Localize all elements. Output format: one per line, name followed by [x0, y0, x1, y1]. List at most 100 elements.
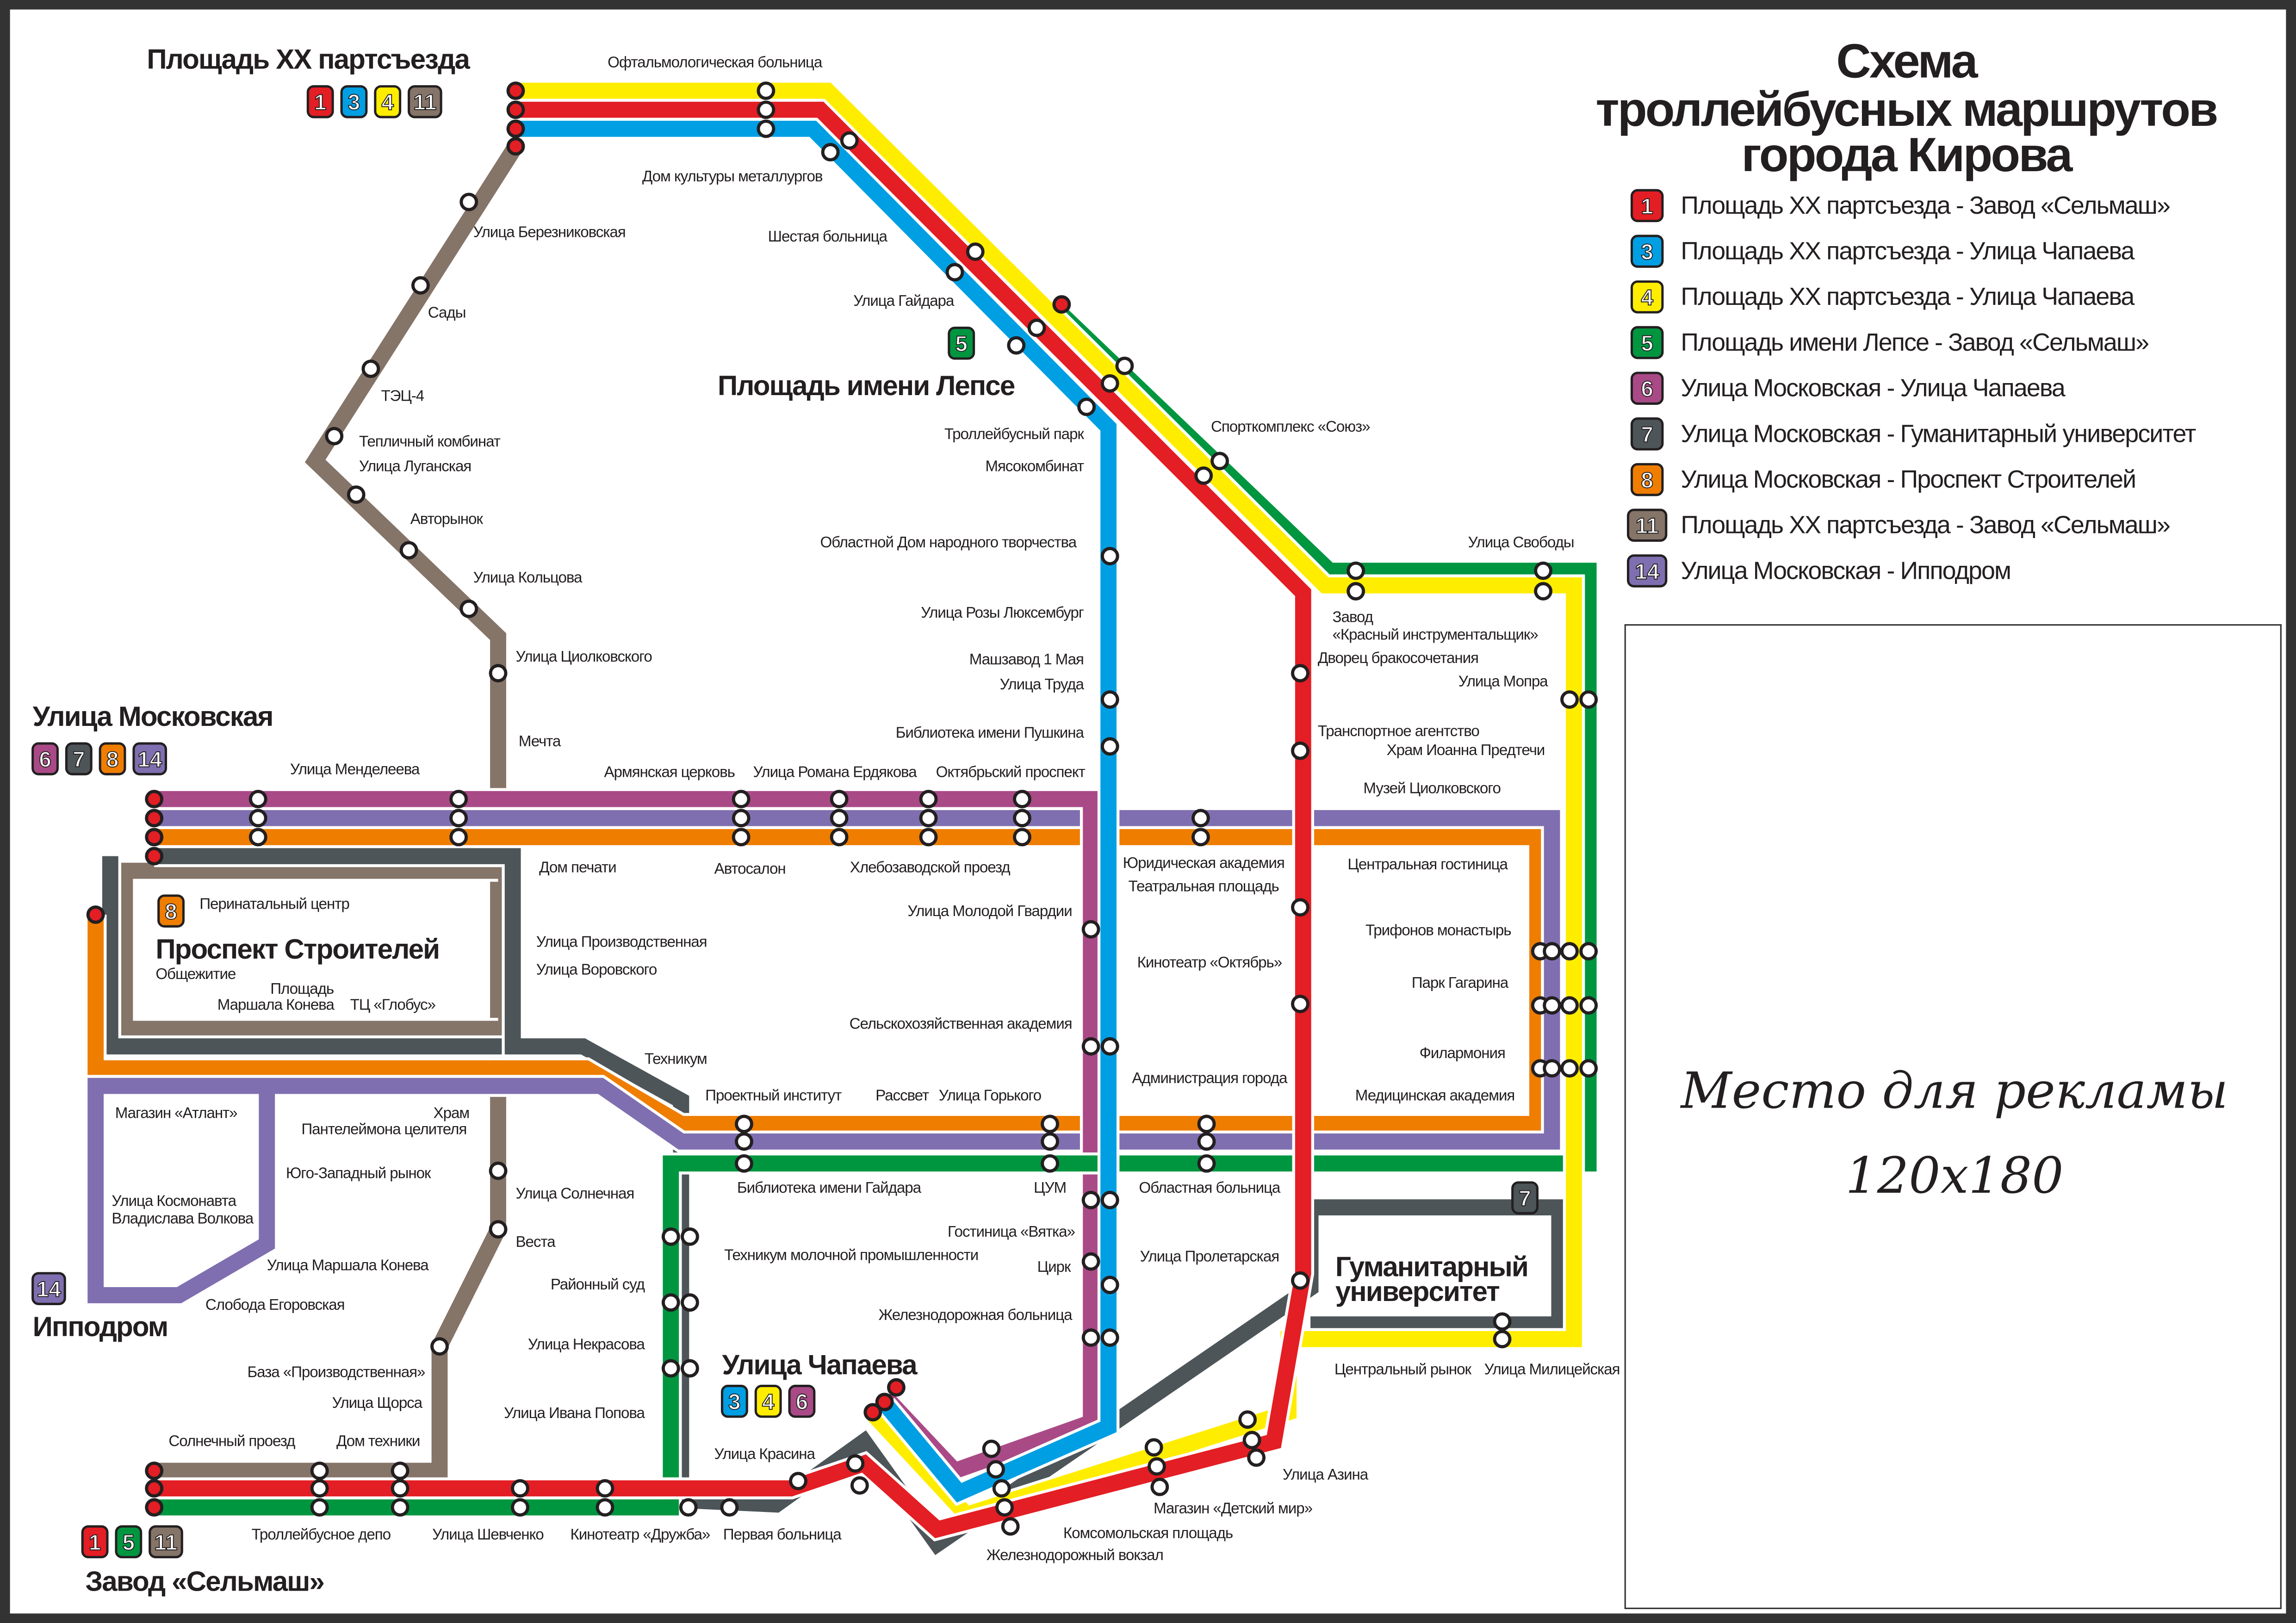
stop-marker	[489, 664, 508, 683]
station-label: Улица Романа Ердякова	[753, 764, 918, 781]
route-badge-4	[374, 85, 402, 118]
stop-marker	[850, 1476, 869, 1495]
stop-marker	[757, 100, 776, 119]
stop-marker	[945, 263, 964, 282]
terminal-name: университет	[1335, 1276, 1499, 1307]
route-number: 8	[165, 899, 177, 924]
station-label: Музей Циолковского	[1363, 780, 1501, 797]
station-label: Железнодорожный вокзал	[987, 1547, 1163, 1564]
legend-label: Площадь XX партсъезда - Улица Чапаева	[1681, 283, 2135, 310]
station-label: Улица Труда	[1000, 676, 1085, 693]
route-badge-14	[31, 1272, 66, 1305]
stop-marker	[1238, 1410, 1257, 1429]
station-label: Районный суд	[551, 1276, 645, 1293]
station-label: Владислава Волкова	[112, 1210, 254, 1227]
station-label: Парк Гагарина	[1412, 974, 1509, 991]
stop-marker	[1579, 1059, 1598, 1078]
stop-marker	[1493, 1330, 1512, 1349]
route-number: 8	[1641, 468, 1653, 493]
stop-marker	[1100, 1037, 1119, 1056]
route-line-1	[154, 101, 1311, 1538]
station-label: Администрация города	[1132, 1070, 1288, 1087]
stop-marker	[86, 905, 105, 924]
stop-marker	[399, 541, 418, 560]
route-line-4	[515, 82, 1582, 1524]
route-number: 14	[37, 1277, 61, 1302]
stop-marker	[506, 81, 525, 100]
terminal-name: Проспект Строителей	[155, 934, 439, 965]
station-label: Пантелеймона целителя	[301, 1121, 466, 1138]
station-label: Площадь	[270, 980, 334, 997]
stop-marker	[1197, 1154, 1216, 1173]
stop-marker	[821, 143, 840, 161]
stop-marker	[391, 1462, 410, 1480]
stop-marker	[1560, 996, 1579, 1015]
stop-marker	[145, 847, 164, 866]
legend-label: Площадь XX партсъезда - Улица Чапаева	[1681, 237, 2135, 265]
route-badge-8	[1630, 463, 1664, 496]
stop-marker	[661, 1227, 680, 1246]
station-label: Рассвет	[875, 1087, 929, 1104]
stop-marker	[1242, 1431, 1261, 1450]
stop-marker	[840, 131, 859, 150]
legend-label: Площадь XX партсъезда - Завод «Сельмаш»	[1681, 511, 2170, 539]
route-number: 1	[1641, 194, 1653, 219]
stop-marker	[1100, 1276, 1119, 1295]
stop-marker	[145, 1462, 164, 1480]
route-number: 11	[1636, 514, 1659, 539]
route-badge-11	[408, 85, 442, 118]
station-label: Трифонов монастырь	[1365, 922, 1511, 939]
route-number: 1	[89, 1530, 101, 1555]
stop-marker	[1291, 1271, 1309, 1290]
stops	[86, 81, 1598, 1536]
stop-marker	[732, 828, 751, 847]
map-title: Схема троллейбусных маршрутов города Кир…	[1596, 35, 2219, 182]
station-label: Техникум	[645, 1051, 707, 1068]
stop-marker	[1081, 1328, 1100, 1347]
stop-marker	[757, 81, 776, 100]
station-label: Улица Молодой Гвардии	[907, 903, 1072, 920]
stop-marker	[1534, 582, 1552, 601]
route-number: 3	[728, 1390, 740, 1414]
route-line-8	[87, 829, 1545, 1132]
stop-marker	[145, 809, 164, 828]
stop-marker	[347, 485, 366, 504]
stop-marker	[449, 828, 468, 847]
route-badge-3	[720, 1385, 748, 1418]
stop-marker	[720, 1498, 739, 1517]
stop-marker	[145, 790, 164, 809]
station-label: Улица Милицейская	[1484, 1361, 1620, 1378]
stop-marker	[1347, 561, 1365, 580]
stop-marker	[919, 790, 938, 809]
station-label: Улица Мопра	[1458, 673, 1548, 690]
station-label: Храм Иоанна Предтечи	[1387, 742, 1545, 759]
route-number: 4	[762, 1390, 775, 1414]
stop-marker	[1144, 1438, 1163, 1457]
stop-marker	[1013, 790, 1031, 809]
route-badge-1	[306, 85, 334, 118]
route-badge-5	[948, 327, 975, 360]
stop-marker	[1115, 356, 1134, 375]
stop-marker	[789, 1472, 807, 1491]
terminal-2: Проспект Строителей 8	[155, 894, 440, 965]
stop-marker	[489, 1220, 508, 1239]
stop-marker	[1347, 582, 1365, 601]
route-badge-5	[1630, 326, 1664, 359]
station-label: Улица Солнечная	[515, 1185, 634, 1202]
legend-item-1: 1 Площадь XX партсъезда - Завод «Сельмаш»	[1630, 189, 2171, 223]
terminal-name: Ипподром	[33, 1311, 168, 1342]
station-label: Гостиница «Вятка»	[948, 1223, 1075, 1240]
route-badge-3	[1630, 235, 1664, 268]
stop-marker	[679, 1498, 698, 1517]
route-number: 11	[154, 1530, 177, 1555]
stop-marker	[596, 1479, 614, 1498]
station-label: Юридическая академия	[1123, 855, 1285, 872]
stop-marker	[325, 427, 344, 446]
legend-label: Площадь XX партсъезда - Завод «Сельмаш»	[1681, 192, 2170, 219]
route-line-11	[117, 862, 498, 1037]
